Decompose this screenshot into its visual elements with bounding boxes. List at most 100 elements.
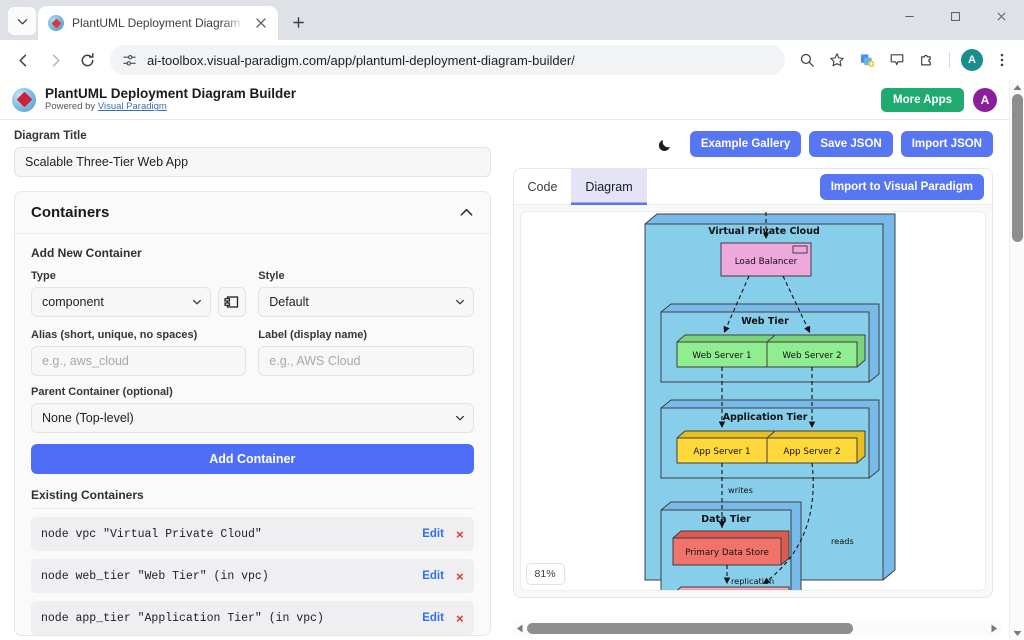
page-title: PlantUML Deployment Diagram Builder: [45, 86, 297, 102]
save-json-button[interactable]: Save JSON: [809, 131, 893, 157]
containers-card: Containers Add New Container Type: [14, 191, 491, 636]
minimize-icon: [904, 15, 914, 17]
add-container-button[interactable]: Add Container: [31, 444, 474, 474]
page-scrollbar-thumb[interactable]: [1012, 94, 1023, 242]
container-code: node web_tier "Web Tier" (in vpc): [41, 569, 269, 583]
tab-search-button[interactable]: [8, 7, 36, 35]
user-avatar[interactable]: A: [973, 87, 997, 112]
diagram-title-input[interactable]: [14, 147, 491, 177]
scroll-left-icon[interactable]: [513, 624, 527, 633]
search-icon[interactable]: [793, 46, 821, 74]
diagram-canvas-area: Virtual Private Cloud Load Balancer: [513, 205, 992, 597]
profile-button[interactable]: A: [958, 46, 986, 74]
extension-color-icon[interactable]: [853, 46, 881, 74]
svg-text:Web Server 2: Web Server 2: [782, 351, 841, 361]
more-apps-button[interactable]: More Apps: [881, 87, 964, 112]
visual-paradigm-link[interactable]: Visual Paradigm: [97, 101, 167, 113]
parent-select[interactable]: None (Top-level): [31, 403, 474, 433]
toolbar-divider: [949, 52, 950, 68]
containers-card-body: Add New Container Type component: [15, 234, 490, 635]
edge-label-writes: writes: [728, 485, 753, 495]
diagram-canvas[interactable]: Virtual Private Cloud Load Balancer: [519, 211, 986, 591]
bookmark-star-icon[interactable]: [823, 46, 851, 74]
node-primary-data-store: Primary Data Store: [672, 530, 790, 566]
new-tab-button[interactable]: [284, 8, 312, 36]
type-select-wrap: component: [31, 287, 212, 317]
import-json-button[interactable]: Import JSON: [900, 131, 993, 157]
svg-text:Primary Data Store: Primary Data Store: [685, 548, 769, 558]
close-icon[interactable]: [252, 14, 270, 32]
style-select[interactable]: Default: [258, 287, 474, 317]
node-app-server-2: App Server 2: [766, 430, 866, 464]
plus-icon: [292, 16, 304, 28]
moon-icon[interactable]: [654, 132, 678, 156]
label-input[interactable]: [258, 346, 474, 376]
label-field: Label (display name): [258, 329, 474, 376]
delete-icon[interactable]: ×: [455, 610, 464, 626]
node-web-server-2: Web Server 2: [766, 334, 866, 368]
parent-select-wrap: None (Top-level): [31, 403, 474, 433]
powered-by-text: Powered by: [45, 101, 98, 113]
back-button[interactable]: [8, 45, 38, 75]
svg-text:Data Tier: Data Tier: [701, 514, 751, 525]
svg-text:Load Balancer: Load Balancer: [734, 257, 797, 267]
maximize-button[interactable]: [932, 0, 978, 32]
chevron-up-icon[interactable]: [459, 205, 474, 220]
tab-diagram[interactable]: Diagram: [571, 169, 647, 205]
close-button[interactable]: [978, 0, 1024, 32]
scroll-up-icon[interactable]: [1010, 81, 1024, 93]
delete-icon[interactable]: ×: [455, 568, 464, 584]
alias-field: Alias (short, unique, no spaces): [31, 329, 247, 376]
example-gallery-button[interactable]: Example Gallery: [689, 131, 802, 157]
hscroll-thumb[interactable]: [526, 623, 854, 634]
address-bar-url: ai-toolbox.visual-paradigm.com/app/plant…: [147, 52, 575, 68]
edit-link[interactable]: Edit: [422, 612, 444, 624]
scroll-right-icon[interactable]: [987, 624, 1001, 633]
comment-icon[interactable]: [883, 46, 911, 74]
edit-link[interactable]: Edit: [422, 528, 444, 540]
browser-menu-button[interactable]: [988, 46, 1016, 74]
type-style-row: Type component: [31, 270, 474, 317]
list-item[interactable]: node app_tier "Application Tier" (in vpc…: [31, 601, 474, 635]
type-select[interactable]: component: [31, 287, 212, 317]
component-shape-icon[interactable]: [218, 287, 247, 317]
forward-icon: [52, 54, 60, 66]
diagram-edges: [718, 212, 815, 585]
containers-card-header[interactable]: Containers: [15, 192, 490, 234]
scroll-down-icon[interactable]: [1010, 627, 1024, 639]
style-select-wrap: Default: [258, 287, 474, 317]
svg-text:Web Server 1: Web Server 1: [692, 351, 751, 361]
horizontal-scrollbar[interactable]: [512, 621, 1001, 636]
delete-icon[interactable]: ×: [455, 526, 464, 542]
tab-title: PlantUML Deployment Diagram Builder: [72, 16, 244, 30]
node-load-balancer: Load Balancer: [720, 242, 812, 277]
hscroll-track[interactable]: [526, 623, 987, 634]
zoom-level-badge[interactable]: 81%: [525, 563, 565, 585]
address-bar[interactable]: ai-toolbox.visual-paradigm.com/app/plant…: [110, 45, 785, 75]
page-viewport: PlantUML Deployment Diagram Builder Powe…: [0, 80, 1024, 640]
style-label: Style: [258, 270, 285, 282]
list-item[interactable]: node web_tier "Web Tier" (in vpc) Edit ×: [31, 559, 474, 593]
deployment-diagram[interactable]: Virtual Private Cloud Load Balancer: [521, 212, 986, 591]
minimize-button[interactable]: [886, 0, 932, 32]
alias-input[interactable]: [31, 346, 247, 376]
reload-button[interactable]: [72, 45, 102, 75]
list-item[interactable]: node vpc "Virtual Private Cloud" Edit ×: [31, 517, 474, 551]
web-page: PlantUML Deployment Diagram Builder Powe…: [0, 80, 1009, 640]
import-to-visual-paradigm-button[interactable]: Import to Visual Paradigm: [819, 173, 984, 200]
browser-tab[interactable]: PlantUML Deployment Diagram Builder: [38, 6, 278, 40]
page-scrollbar[interactable]: [1009, 80, 1024, 640]
app-body: Diagram Title Containers Add New Contain…: [0, 120, 1009, 640]
kebab-menu-icon: [1000, 53, 1004, 67]
alias-label-row: Alias (short, unique, no spaces) Label (…: [31, 329, 474, 376]
window-controls: [886, 0, 1024, 40]
svg-text:Web Tier: Web Tier: [741, 316, 789, 327]
forward-button[interactable]: [40, 45, 70, 75]
edit-link[interactable]: Edit: [422, 570, 444, 582]
tab-strip: PlantUML Deployment Diagram Builder: [0, 0, 1024, 40]
parent-label: Parent Container (optional): [31, 386, 173, 398]
containers-heading: Containers: [31, 204, 110, 221]
puzzle-icon[interactable]: [913, 46, 941, 74]
tab-code[interactable]: Code: [527, 179, 558, 194]
